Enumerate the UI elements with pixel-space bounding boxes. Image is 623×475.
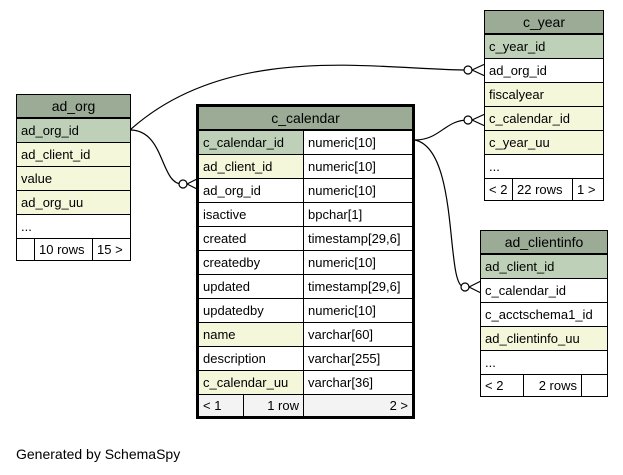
column-type: numeric[10] xyxy=(303,251,412,274)
column-name: c_calendar_id xyxy=(489,111,570,126)
column-name: name xyxy=(199,323,303,346)
column-name: c_calendar_uu xyxy=(199,371,303,394)
link-org-to-calendar xyxy=(129,129,183,185)
generated-by-credit: Generated by SchemaSpy xyxy=(16,446,181,462)
column-name: ad_clientinfo_uu xyxy=(485,331,580,346)
column-name: ad_org_id xyxy=(21,123,79,138)
column-name: ad_org_id xyxy=(203,183,261,198)
row-count: 22 rows xyxy=(512,179,572,200)
parents-count: < 2 xyxy=(489,182,508,197)
column-name: ad_org_uu xyxy=(21,195,84,210)
link-org-to-year xyxy=(129,64,469,131)
children-count: 2 > xyxy=(303,395,412,416)
column-name: description xyxy=(203,351,266,366)
table-title[interactable]: ad_clientinfo xyxy=(481,231,607,254)
parents-count xyxy=(17,239,34,260)
column-name: c_year_uu xyxy=(489,135,550,150)
column-name: fiscalyear xyxy=(489,87,544,102)
column-name: c_calendar_id xyxy=(199,131,303,154)
column-name: c_acctschema1_id xyxy=(485,307,593,322)
column-name: ad_client_id xyxy=(485,259,555,274)
column-name: updated xyxy=(203,279,250,294)
column-name: ad_client_id xyxy=(199,155,303,178)
row-count: 1 row xyxy=(243,395,303,416)
more-columns: ... xyxy=(21,219,32,234)
children-count: 1 > xyxy=(572,179,603,200)
more-columns: ... xyxy=(485,355,496,370)
column-type: numeric[10] xyxy=(303,131,412,154)
column-type: bpchar[1] xyxy=(303,203,412,226)
column-type: varchar[60] xyxy=(303,323,412,346)
column-name: value xyxy=(21,171,53,186)
children-count: 15 > xyxy=(92,239,130,260)
link-calendar-to-clientinfo xyxy=(414,139,465,288)
table-ad-clientinfo[interactable]: ad_clientinfo ad_client_id c_calendar_id… xyxy=(480,230,608,397)
crow-calendar-adorg xyxy=(178,179,188,189)
column-name: updatedby xyxy=(203,303,264,318)
children-count xyxy=(581,375,607,396)
parents-count: < 2 xyxy=(485,378,504,393)
table-title[interactable]: c_calendar xyxy=(199,107,412,130)
column-type: numeric[10] xyxy=(303,155,412,178)
column-name: ad_client_id xyxy=(21,147,91,162)
crow-year-adorg xyxy=(463,65,473,75)
more-columns: ... xyxy=(489,159,500,174)
column-name: c_calendar_id xyxy=(485,283,566,298)
column-type: numeric[10] xyxy=(303,299,412,322)
link-calendar-to-year xyxy=(414,119,469,141)
column-type: timestamp[29,6] xyxy=(303,227,412,250)
column-type: varchar[255] xyxy=(303,347,412,370)
table-title[interactable]: ad_org xyxy=(17,95,130,118)
table-title[interactable]: c_year xyxy=(485,11,603,34)
crow-year-calendar xyxy=(463,115,473,125)
column-name: createdby xyxy=(203,255,261,270)
table-c-year[interactable]: c_year c_year_id ad_org_id fiscalyear c_… xyxy=(484,10,604,201)
column-type: varchar[36] xyxy=(303,371,412,394)
column-name: c_year_id xyxy=(489,39,546,54)
column-type: numeric[10] xyxy=(303,179,412,202)
crow-clientinfo-calendar xyxy=(460,282,470,292)
column-name: isactive xyxy=(203,207,247,222)
row-count: 10 rows xyxy=(34,239,92,260)
parents-count: < 1 xyxy=(203,398,222,413)
column-name: created xyxy=(203,231,247,246)
column-name: ad_org_id xyxy=(489,63,547,78)
column-type: timestamp[29,6] xyxy=(303,275,412,298)
table-ad-org[interactable]: ad_org ad_org_id ad_client_id value ad_o… xyxy=(16,94,131,261)
row-count: 2 rows xyxy=(523,375,581,396)
